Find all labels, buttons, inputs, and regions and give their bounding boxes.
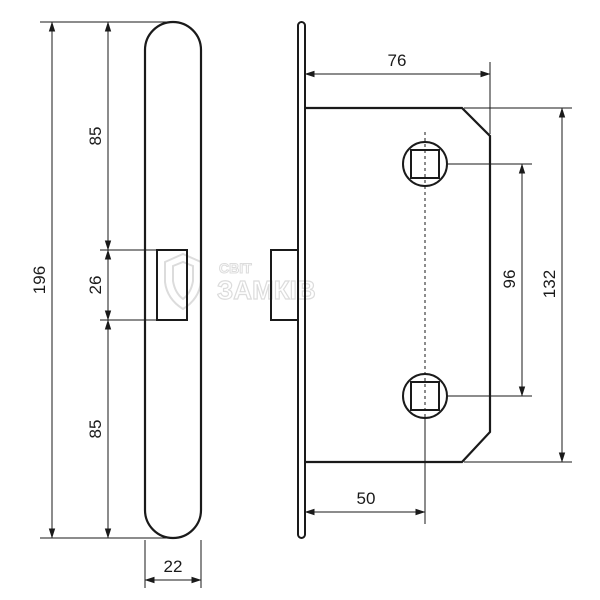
- label-total-height: 196: [30, 266, 49, 294]
- label-body-depth: 76: [388, 51, 407, 70]
- left-dimension-lines: [48, 21, 202, 584]
- watermark-line1: СВІТ: [219, 260, 252, 276]
- label-upper-offset: 85: [86, 127, 105, 146]
- right-dimension-lines: [304, 70, 566, 516]
- latch-opening: [156, 249, 188, 321]
- label-latch-height: 26: [86, 276, 105, 295]
- right-extension-lines: [304, 62, 572, 524]
- latch-bolt: [270, 249, 299, 321]
- watermark-line2: ЗАМКІВ: [217, 275, 316, 305]
- label-backset: 50: [357, 489, 376, 508]
- lock-body-outline: [305, 106, 492, 464]
- label-body-height: 132: [540, 270, 559, 298]
- faceplate-front-view: [143, 20, 203, 540]
- shield-icon: [164, 252, 202, 311]
- label-follower-spacing: 96: [500, 270, 519, 289]
- label-lower-offset: 85: [86, 420, 105, 439]
- faceplate-outline: [143, 20, 203, 540]
- label-faceplate-width: 22: [164, 557, 183, 576]
- watermark: СВІТ ЗАМКІВ: [164, 252, 316, 311]
